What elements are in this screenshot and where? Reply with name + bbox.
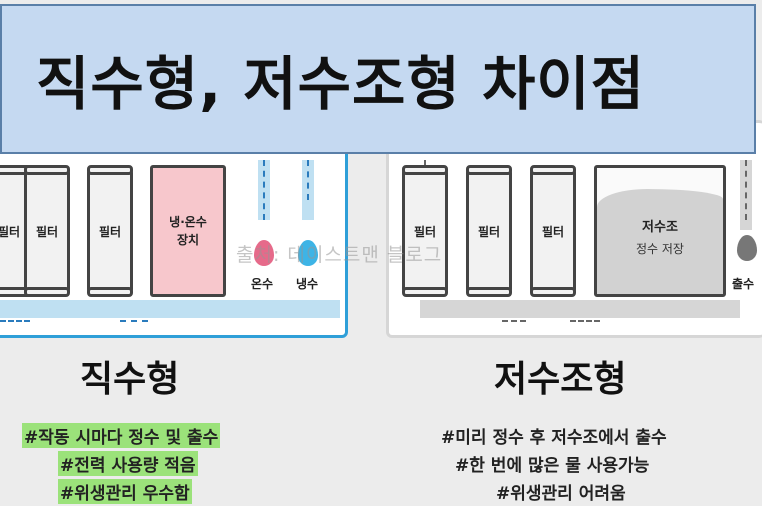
right-flow-arrow-1 (502, 320, 526, 322)
tank-type-tag-2: #위생관리 어려움 (496, 484, 626, 504)
direct-type-tag-0: #작동 시마다 정수 및 출수 (22, 423, 221, 448)
tank-type-tag-0: #미리 정수 후 저수조에서 출수 (441, 428, 667, 448)
tank-outlet-flow-line (745, 160, 747, 220)
direct-type-tag-2: #위생관리 우수함 (58, 479, 192, 504)
hot-flow-line (263, 160, 265, 220)
left-flow-arrow-2 (120, 320, 148, 322)
left-filter-1: 필터 (24, 165, 70, 297)
right-filter-1: 필터 (466, 165, 512, 297)
hot-water-drop-icon (254, 240, 274, 266)
tank-sublabel: 정수 저장 (636, 242, 684, 256)
filter-label: 필터 (541, 224, 565, 239)
outlet-water-drop-icon (737, 235, 757, 261)
source-watermark: 출처: 데이스트맨 블로그 (236, 244, 443, 266)
direct-type-tag-1: #전력 사용량 적음 (58, 451, 198, 476)
right-flow-arrow-2 (570, 320, 600, 322)
right-filter-0: 필터 (402, 165, 448, 297)
heater-label: 냉·온수 장치 (169, 215, 207, 247)
filter-label: 필터 (35, 224, 59, 239)
right-filter-2: 필터 (530, 165, 576, 297)
tank-type-tag-1: #한 번에 많은 물 사용가능 (455, 456, 650, 476)
outlet-water-label: 출수 (732, 277, 755, 291)
left-flow-arrow-1 (0, 320, 30, 322)
tank-label: 저수조 (642, 220, 678, 235)
filter-label: 필터 (477, 224, 501, 239)
cold-flow-line (307, 160, 309, 200)
cold-water-drop-icon (298, 240, 318, 266)
title-banner: 직수형, 저수조형 차이점 (0, 4, 756, 154)
left-filter-2: 필터 (87, 165, 133, 297)
filter-label: 필터 (413, 224, 437, 239)
filter-label: 필터 (0, 224, 21, 239)
left-bottom-pipe (0, 300, 340, 318)
tank-type-title: 저수조형 (494, 359, 627, 400)
tank-water-level (597, 189, 723, 294)
cold-water-label: 냉수 (296, 277, 319, 291)
right-bottom-pipe (420, 300, 740, 318)
hot-water-label: 온수 (251, 277, 274, 291)
heater-cooler-unit: 냉·온수 장치 (150, 165, 226, 297)
water-storage-tank: 저수조 정수 저장 (594, 165, 726, 297)
page-title: 직수형, 저수조형 차이점 (36, 50, 646, 118)
filter-label: 필터 (98, 224, 122, 239)
direct-type-title: 직수형 (80, 359, 180, 400)
